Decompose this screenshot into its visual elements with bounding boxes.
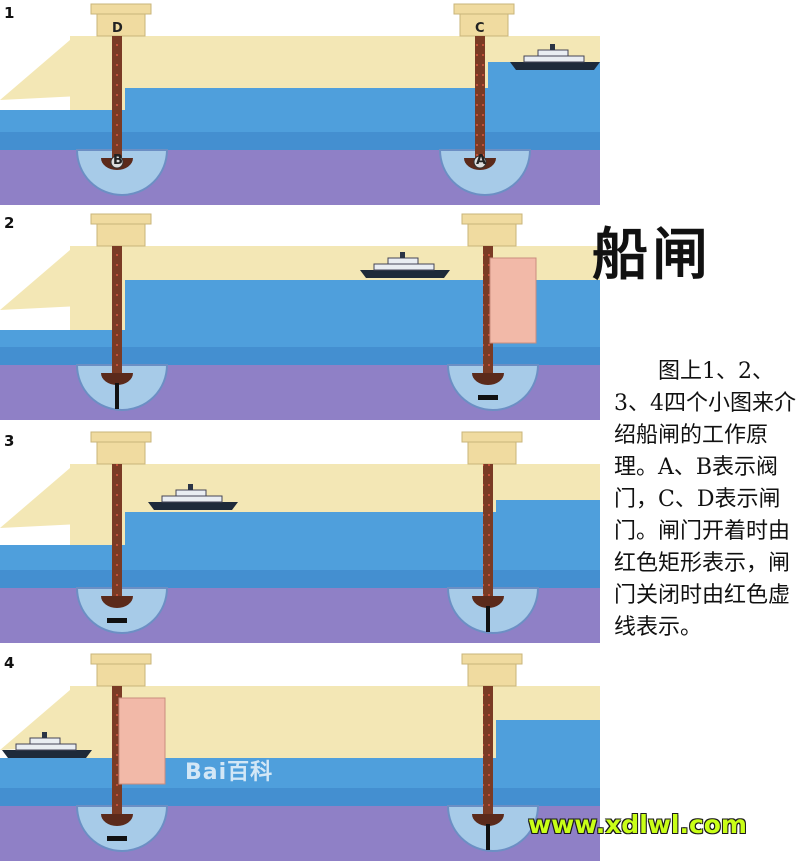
right-valve-well [446,587,540,634]
ship-funnel [400,252,405,258]
right-valve-well [446,805,540,852]
tower-cap [90,3,152,15]
panel-number: 4 [4,654,14,672]
water-depth [0,570,600,588]
water-depth [0,788,600,806]
right-gate [475,36,485,166]
ship-funnel [188,484,193,490]
panel-number: 2 [4,214,14,232]
ship [148,484,238,510]
lock-panel-2: 2 [0,213,600,420]
ship-cabin [537,49,569,57]
left-valve-well [75,149,169,196]
ship [2,732,92,758]
panel-number: 1 [4,4,14,22]
ship-deck [523,55,585,63]
ship-cabin [29,737,61,745]
left-gate [112,686,122,822]
left-valve-well [75,805,169,852]
tower-cap [461,653,523,665]
ship-deck [15,743,77,751]
left-gate [112,36,122,166]
left-valve-dot [110,155,124,169]
tower-body [96,223,146,247]
right-gate [483,246,493,381]
left-valve-well [75,587,169,634]
right-valve [472,596,504,608]
water-depth [0,347,600,365]
tower-body [96,441,146,465]
tower-cap [90,653,152,665]
tower-cap [461,213,523,225]
tower-body [467,441,517,465]
ship-hull [148,502,238,510]
left-valve [101,373,133,385]
ship-cabin [387,257,419,265]
valve-a-label: A [476,153,486,168]
left-valve-closed-bar [107,836,127,841]
gate-d-label: D [112,21,123,36]
left-valve [101,814,133,826]
lock-panel-1: 1D C B A [0,3,600,205]
ship-deck [373,263,435,271]
ship-deck [161,495,223,503]
ship-hull [510,62,600,70]
left-gate [112,246,122,381]
ship [360,252,450,278]
left-valve-closed-bar [107,618,127,623]
tower-body [467,663,517,687]
lock-panel-4: 4 [0,653,600,861]
left-gate [112,464,122,604]
left-valve-open-stem [115,383,119,409]
tower-cap [453,3,515,15]
water-depth [0,132,600,150]
description-text: 图上1、2、3、4四个小图来介绍船闸的工作原理。A、B表示阀门，C、D表示闸门。… [614,359,796,640]
ship-cabin [175,489,207,497]
baidu-watermark: Bai百科 [185,760,274,785]
right-gate [483,686,493,822]
tower-cap [90,213,152,225]
panel-number: 3 [4,432,14,450]
valve-b-label: B [113,153,123,168]
right-open-gate-panel [489,257,537,344]
tower-body [467,223,517,247]
ship-hull [2,750,92,758]
ship-funnel [42,732,47,738]
ship-hull [360,270,450,278]
left-open-gate-panel [118,697,166,785]
right-valve-open-stem [486,824,490,850]
right-valve [472,373,504,385]
tower-body [96,663,146,687]
right-valve-well [446,364,540,411]
site-url: www.xdlwl.com [528,810,747,839]
right-valve-open-stem [486,606,490,632]
right-gate [483,464,493,604]
right-valve-closed-bar [478,395,498,400]
right-valve-well [438,149,532,196]
tower-cap [90,431,152,443]
lock-panel-3: 3 [0,431,600,643]
left-valve [101,596,133,608]
gate-c-label: C [475,21,485,36]
right-valve [472,814,504,826]
left-valve-well [75,364,169,411]
page-title: 船闸 [592,222,712,288]
ship-funnel [550,44,555,50]
tower-cap [461,431,523,443]
right-valve-dot [473,155,487,169]
ship [510,44,600,70]
